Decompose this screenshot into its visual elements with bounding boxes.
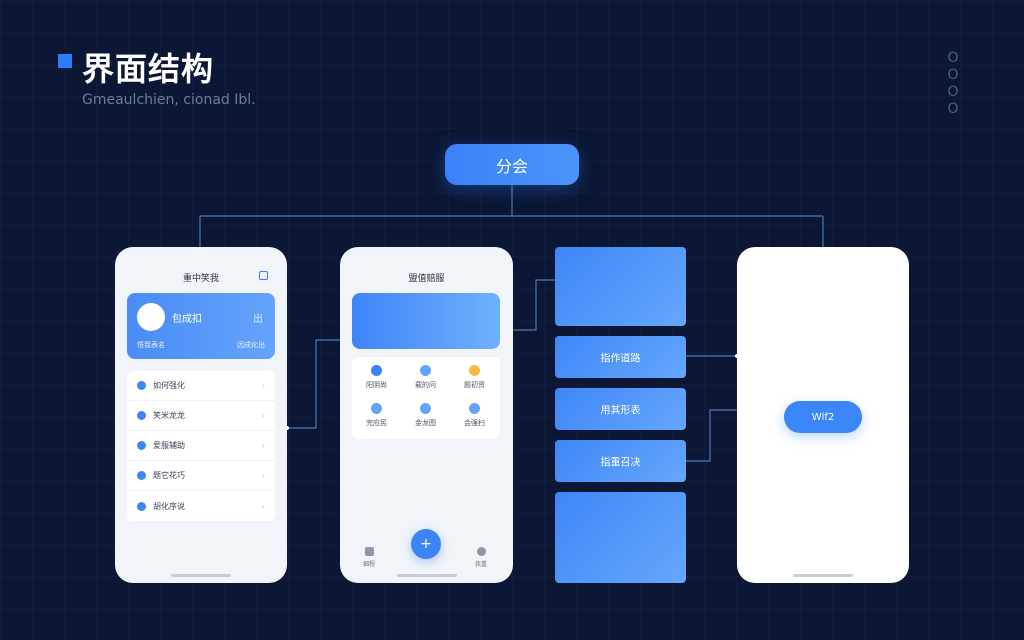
module-block[interactable]: 用其形表 bbox=[555, 388, 686, 430]
list-item[interactable]: 爱服辅助 › bbox=[127, 431, 275, 461]
add-button[interactable]: + bbox=[411, 529, 441, 559]
connector-phone2-block bbox=[513, 279, 555, 331]
title-accent-mark bbox=[58, 54, 72, 68]
profile-card[interactable]: 包成扣 出 悟我表名 因成化出 bbox=[127, 293, 275, 359]
home-indicator bbox=[396, 574, 457, 577]
grid-item[interactable]: 题初资 bbox=[450, 359, 499, 395]
home-icon bbox=[364, 547, 374, 556]
grid-item-label: 题初资 bbox=[464, 381, 485, 389]
grid-item[interactable]: 完应民 bbox=[352, 397, 401, 433]
list-item[interactable]: 笑米龙龙 › bbox=[127, 401, 275, 431]
list-item-label: 如何强化 bbox=[153, 381, 185, 390]
list-item-label: 笑米龙龙 bbox=[153, 411, 185, 420]
connector-phone1-phone2 bbox=[287, 339, 340, 429]
chevron-right-icon: › bbox=[261, 381, 265, 390]
grid-item-label: 阳阴尚 bbox=[366, 381, 387, 389]
chevron-right-icon: › bbox=[261, 501, 265, 511]
module-block[interactable]: 指重召决 bbox=[555, 440, 686, 482]
module-block[interactable] bbox=[555, 492, 686, 583]
corner-marks: O O O O bbox=[942, 50, 964, 118]
home-indicator bbox=[171, 574, 231, 577]
module-block-label: 指重召决 bbox=[600, 457, 641, 469]
list-item[interactable]: 题它花巧 › bbox=[127, 461, 275, 491]
home-indicator bbox=[793, 574, 853, 577]
chevron-right-icon: › bbox=[261, 471, 265, 480]
screen-title: 重中笑我 bbox=[182, 274, 219, 284]
page-subtitle: Gmeaulchien, cionad Ibl. bbox=[82, 92, 256, 108]
square-icon[interactable] bbox=[259, 271, 268, 280]
profile-name: 包成扣 bbox=[172, 314, 202, 325]
feature-icon bbox=[420, 403, 431, 414]
module-block-label: 用其形表 bbox=[600, 405, 641, 417]
banner[interactable] bbox=[352, 293, 500, 349]
connector-block3-phone4 bbox=[686, 409, 737, 462]
grid-item-label: 载的问 bbox=[415, 381, 436, 389]
avatar bbox=[137, 303, 165, 331]
module-block[interactable]: 指作道路 bbox=[555, 336, 686, 378]
profile-bottom-right: 因成化出 bbox=[237, 341, 265, 349]
list-item[interactable]: 胡化序说 › bbox=[127, 491, 275, 521]
list-item-label: 题它花巧 bbox=[153, 471, 185, 480]
feature-icon bbox=[469, 365, 480, 376]
user-icon bbox=[476, 547, 486, 556]
tab-label: 细程 bbox=[362, 561, 375, 568]
tab-profile[interactable]: 我重 bbox=[466, 547, 496, 568]
phone-screen-action: Wlf2 bbox=[737, 247, 909, 583]
corner-mark: O bbox=[947, 84, 959, 100]
grid-item[interactable]: 金龙图 bbox=[401, 397, 450, 433]
chevron-right-icon: › bbox=[261, 411, 265, 420]
tab-home[interactable]: 细程 bbox=[354, 547, 384, 568]
feature-icon bbox=[371, 365, 382, 376]
phone-screen-dashboard: 盟值赔服 阳阴尚 载的问 题初资 完应民 金龙图 会强扫 + 细程 bbox=[340, 247, 513, 583]
list-item-label: 胡化序说 bbox=[153, 501, 185, 511]
circle-icon bbox=[137, 411, 146, 420]
feature-grid: 阳阴尚 载的问 题初资 完应民 金龙图 会强扫 bbox=[352, 357, 500, 439]
corner-mark: O bbox=[947, 101, 959, 117]
grid-item-label: 完应民 bbox=[366, 419, 387, 427]
circle-icon bbox=[137, 381, 146, 390]
profile-right-text: 出 bbox=[253, 314, 263, 325]
module-block[interactable] bbox=[555, 247, 686, 326]
chevron-right-icon: › bbox=[261, 441, 265, 450]
feature-icon bbox=[420, 365, 431, 376]
feature-icon bbox=[371, 403, 382, 414]
root-node-button[interactable]: 分会 bbox=[445, 144, 579, 185]
grid-item-label: 金龙图 bbox=[415, 419, 436, 427]
module-block-label: 指作道路 bbox=[600, 353, 641, 365]
phone-screen-profile: 重中笑我 包成扣 出 悟我表名 因成化出 如何强化 › 笑米龙龙 › 爱服辅助 … bbox=[115, 247, 287, 583]
circle-icon bbox=[137, 501, 146, 511]
list-item[interactable]: 如何强化 › bbox=[127, 371, 275, 401]
list-item-label: 爱服辅助 bbox=[153, 441, 185, 450]
primary-action-button[interactable]: Wlf2 bbox=[784, 401, 862, 433]
feature-icon bbox=[469, 403, 480, 414]
grid-item[interactable]: 会强扫 bbox=[450, 397, 499, 433]
menu-list: 如何强化 › 笑米龙龙 › 爱服辅助 › 题它花巧 › 胡化序说 › bbox=[127, 371, 275, 521]
profile-bottom-left: 悟我表名 bbox=[137, 341, 165, 349]
circle-icon bbox=[137, 471, 146, 480]
grid-item-label: 会强扫 bbox=[464, 419, 485, 427]
corner-mark: O bbox=[947, 50, 959, 66]
screen-title: 盟值赔服 bbox=[408, 274, 445, 284]
circle-icon bbox=[137, 441, 146, 450]
page-title: 界面结构 bbox=[82, 50, 215, 88]
grid-item[interactable]: 阳阴尚 bbox=[352, 359, 401, 395]
tab-label: 我重 bbox=[474, 561, 487, 568]
grid-item[interactable]: 载的问 bbox=[401, 359, 450, 395]
corner-mark: O bbox=[947, 67, 959, 83]
